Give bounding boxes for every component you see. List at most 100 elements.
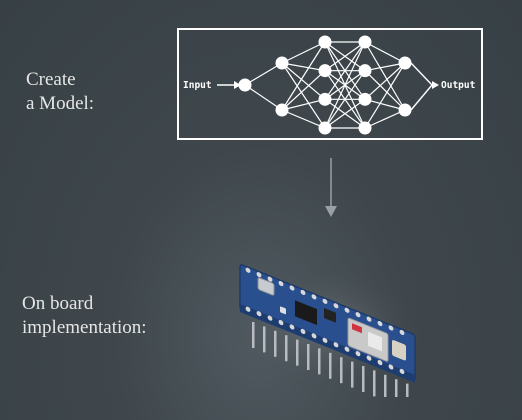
header-pin [340,357,343,384]
header-pin [296,339,299,366]
pin-hole [311,294,317,300]
pin-hole [256,272,262,278]
header-pin [384,374,387,397]
pin-hole [267,315,273,321]
pin-hole [267,276,273,282]
input-arrow-head-icon [234,81,241,89]
network-edge [364,41,406,111]
network-edge [364,62,406,129]
network-edge [244,84,283,111]
pcb-edge [240,304,415,383]
header-pin [274,330,277,357]
pin-hole [245,267,251,273]
network-edge [324,98,366,129]
network-edge [364,98,406,111]
network-edge [324,41,366,100]
header-pin [329,352,332,379]
pin-hole [300,289,306,296]
output-edge [410,84,433,111]
reset-button [280,306,286,315]
network-node-layer-2 [318,64,332,78]
output-edge [410,62,433,86]
network-edge [281,62,326,100]
header-pin [252,322,255,348]
pin-hole [355,312,361,318]
network-edge [281,62,326,129]
microcontroller-board-icon [232,262,422,397]
network-edge [324,41,366,72]
network-node-layer-2 [318,35,332,49]
header-pin [285,335,288,362]
pin-hole [333,342,339,348]
pin-hole [256,311,262,317]
network-edge [364,62,406,100]
qr-code [368,331,382,352]
create-model-label: Create a Model: [26,68,94,116]
pin-hole [300,328,306,335]
pin-hole [366,316,372,322]
network-edge [281,41,326,64]
header-pin [263,326,266,353]
network-edge [281,109,326,129]
network-edge [281,41,326,111]
header-pin [351,361,354,388]
pin-hole [377,359,383,366]
header-pins [252,322,409,397]
pin-hole [344,346,350,352]
pin-hole [333,303,339,309]
antenna-part [392,340,406,361]
pin-holes [245,267,405,375]
pin-hole [355,351,361,357]
network-edge [364,70,406,111]
pin-hole [399,368,405,375]
on-board-label: On board implementation: [22,292,147,340]
pin-hole [245,306,251,312]
create-line-2: a Model: [26,93,95,114]
network-node-layer-3 [358,92,372,106]
header-pin [362,366,365,392]
pin-hole [388,364,394,370]
output-arrow-head-icon [432,81,439,89]
pin-hole [278,319,284,326]
main-chip [295,300,317,326]
pin-hole [388,325,394,331]
network-edge [244,62,283,86]
network-edges [244,41,433,129]
network-node-layer-3 [358,35,372,49]
network-edge [324,70,366,129]
pin-hole [311,333,317,339]
small-chip [324,307,336,323]
network-nodes [238,35,412,135]
pin-hole [322,298,328,304]
input-label: Input [183,80,212,91]
network-node-layer-1 [275,103,289,117]
neural-network-svg: Input Output [183,35,475,135]
header-pin [318,348,321,375]
network-node-layer-1 [275,56,289,70]
network-edge [364,41,406,64]
pin-hole [322,337,328,343]
pin-hole [278,280,284,287]
pin-hole [399,329,405,336]
header-pin [406,383,409,397]
board-line-2: implementation: [22,317,147,338]
network-edge [281,62,326,72]
network-edge [281,98,326,111]
create-line-1: Create [26,69,76,90]
board-line-1: On board [22,293,94,314]
header-pin [307,344,310,370]
usb-connector [257,277,275,296]
neural-network-diagram: Input Output [177,28,483,140]
module-logo [352,323,362,334]
pin-hole [289,285,295,291]
network-edge [281,70,326,111]
header-pin [395,379,398,397]
network-edge [364,62,406,72]
network-node-layer-2 [318,121,332,135]
pin-hole [366,355,372,361]
network-node-layer-3 [358,121,372,135]
network-node-layer-3 [358,64,372,78]
header-pin [373,370,376,397]
pin-hole [377,320,383,327]
network-node-layer-4 [398,103,412,117]
